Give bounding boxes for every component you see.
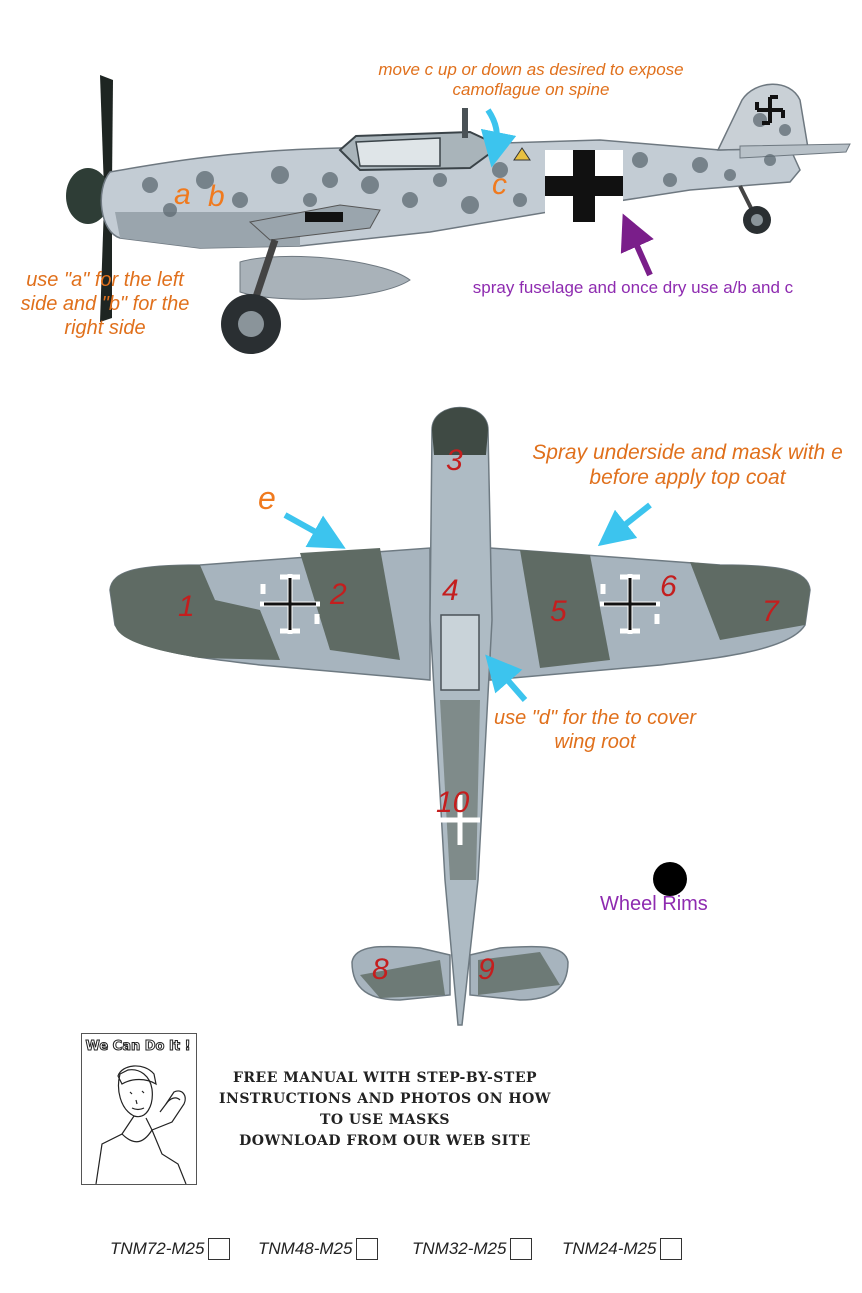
product-code-32-checkbox[interactable] bbox=[510, 1238, 533, 1260]
product-codes: TNM72-M25 TNM48-M25 TNM32-M25 TNM24-M25 bbox=[110, 1238, 730, 1266]
arrow-c bbox=[480, 108, 517, 168]
arrow-d bbox=[485, 654, 528, 702]
product-code-32: TNM32-M25 bbox=[412, 1238, 533, 1260]
mask-number-2: 2 bbox=[330, 578, 347, 611]
manual-line-2: INSTRUCTIONS AND PHOTOS ON HOW bbox=[218, 1091, 552, 1107]
mask-number-7: 7 bbox=[762, 595, 779, 628]
mask-number-4: 4 bbox=[442, 574, 459, 607]
mask-number-9: 9 bbox=[478, 953, 495, 986]
mask-number-8: 8 bbox=[372, 953, 389, 986]
top-view-aircraft bbox=[109, 406, 811, 1026]
poster-figure-icon bbox=[95, 1065, 187, 1184]
letter-e: e bbox=[258, 480, 276, 516]
manual-line-3: TO USE MASKS bbox=[319, 1112, 451, 1128]
product-code-48-checkbox[interactable] bbox=[356, 1238, 379, 1260]
letter-a: a bbox=[174, 178, 191, 211]
free-manual-notice: FREE MANUAL WITH STEP-BY-STEP INSTRUCTIO… bbox=[215, 1068, 555, 1152]
note-use-d: use "d" for the to cover wing root bbox=[493, 707, 697, 753]
side-view-aircraft bbox=[66, 75, 851, 354]
wheel-rim-mask bbox=[653, 862, 687, 896]
product-code-48-label: TNM48-M25 bbox=[258, 1239, 353, 1258]
wheel-rims-label: Wheel Rims bbox=[600, 893, 708, 915]
product-code-72: TNM72-M25 bbox=[110, 1238, 231, 1260]
mask-number-1: 1 bbox=[178, 590, 195, 623]
letter-c: c bbox=[492, 168, 507, 201]
arrow-underside bbox=[597, 502, 652, 547]
product-code-24-checkbox[interactable] bbox=[660, 1238, 683, 1260]
product-code-24: TNM24-M25 bbox=[562, 1238, 683, 1260]
product-code-48: TNM48-M25 bbox=[258, 1238, 379, 1260]
we-can-do-it-poster: We Can Do It ! bbox=[81, 1033, 197, 1185]
note-spray-underside: Spray underside and mask with e before a… bbox=[532, 441, 843, 490]
arrow-spray bbox=[620, 213, 654, 277]
note-move-c: move c up or down as desired to expose c… bbox=[378, 60, 684, 100]
note-use-a-b: use "a" for the left side and "b" for th… bbox=[20, 269, 190, 339]
product-code-32-label: TNM32-M25 bbox=[412, 1239, 507, 1258]
product-code-72-label: TNM72-M25 bbox=[110, 1239, 205, 1258]
mask-number-10: 10 bbox=[436, 786, 470, 819]
product-code-72-checkbox[interactable] bbox=[208, 1238, 231, 1260]
product-code-24-label: TNM24-M25 bbox=[562, 1239, 657, 1258]
manual-line-1: FREE MANUAL WITH STEP-BY-STEP bbox=[232, 1070, 538, 1086]
mask-number-3: 3 bbox=[446, 444, 463, 477]
note-spray-fuselage: spray fuselage and once dry use a/b and … bbox=[472, 278, 794, 297]
arrow-e bbox=[283, 512, 346, 549]
poster-title: We Can Do It ! bbox=[84, 1036, 192, 1058]
letter-b: b bbox=[208, 180, 225, 213]
mask-number-5: 5 bbox=[550, 595, 567, 628]
mask-number-6: 6 bbox=[660, 570, 677, 603]
manual-line-4: DOWNLOAD FROM OUR WEB SITE bbox=[239, 1133, 531, 1149]
